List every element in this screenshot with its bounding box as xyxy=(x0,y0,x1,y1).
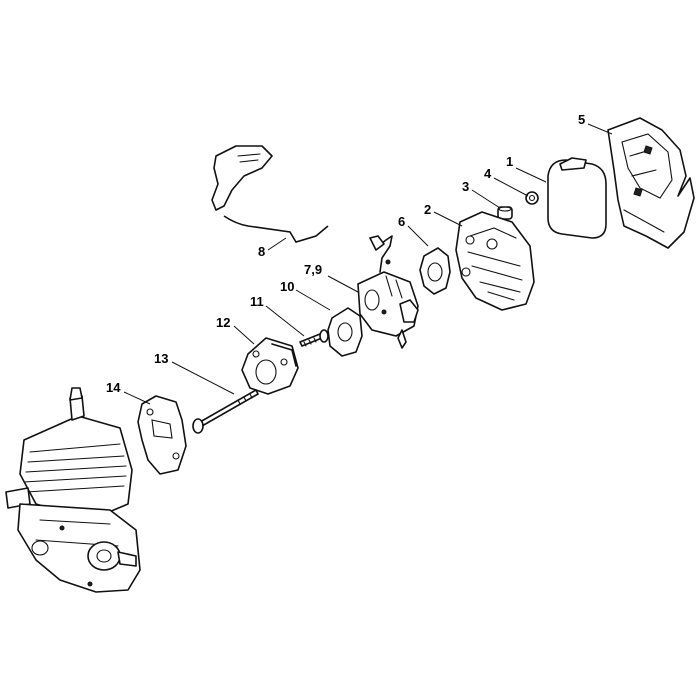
part-4-nut xyxy=(525,191,539,205)
leader-2 xyxy=(433,211,463,227)
part-11-screw xyxy=(299,329,329,347)
leader-12 xyxy=(233,325,255,345)
label-part-4: 4 xyxy=(484,166,492,181)
leader-13 xyxy=(171,361,235,395)
part-7-9-carburetor xyxy=(357,235,419,349)
leader-10 xyxy=(295,289,331,311)
part-labels: 1 2 3 4 5 6 7,9 8 10 11 12 13 14 xyxy=(106,112,585,395)
label-part-3: 3 xyxy=(462,179,469,194)
leader-1 xyxy=(515,167,547,183)
label-part-11: 11 xyxy=(250,294,264,309)
engine-cylinder xyxy=(5,387,141,593)
label-part-13: 13 xyxy=(154,351,168,366)
label-part-5: 5 xyxy=(578,112,585,127)
part-8-throttle-rod xyxy=(211,145,329,243)
leader-lines xyxy=(123,123,613,405)
label-part-12: 12 xyxy=(216,315,230,330)
part-10-gasket xyxy=(327,307,363,357)
label-part-8: 8 xyxy=(258,244,265,259)
leader-6 xyxy=(407,225,429,247)
label-part-6: 6 xyxy=(398,214,405,229)
part-12-intake-flange xyxy=(241,337,299,395)
part-14-insulating-plate xyxy=(137,395,187,475)
label-part-10: 10 xyxy=(280,279,294,294)
part-5-filter-cover xyxy=(607,117,695,249)
leader-4 xyxy=(493,177,529,197)
label-part-1: 1 xyxy=(506,154,513,169)
leader-8 xyxy=(267,237,287,251)
leader-3 xyxy=(471,189,501,209)
part-6-gasket xyxy=(419,247,451,295)
part-13-long-bolt xyxy=(192,389,259,434)
part-1-air-filter xyxy=(547,157,607,239)
part-2-base-plate xyxy=(455,211,535,311)
leader-14 xyxy=(123,391,151,405)
leader-7-9 xyxy=(327,275,359,293)
label-part-14: 14 xyxy=(106,380,121,395)
leader-11 xyxy=(265,305,305,337)
label-part-2: 2 xyxy=(424,202,431,217)
leader-5 xyxy=(587,123,613,135)
label-part-7-9: 7,9 xyxy=(304,262,322,277)
